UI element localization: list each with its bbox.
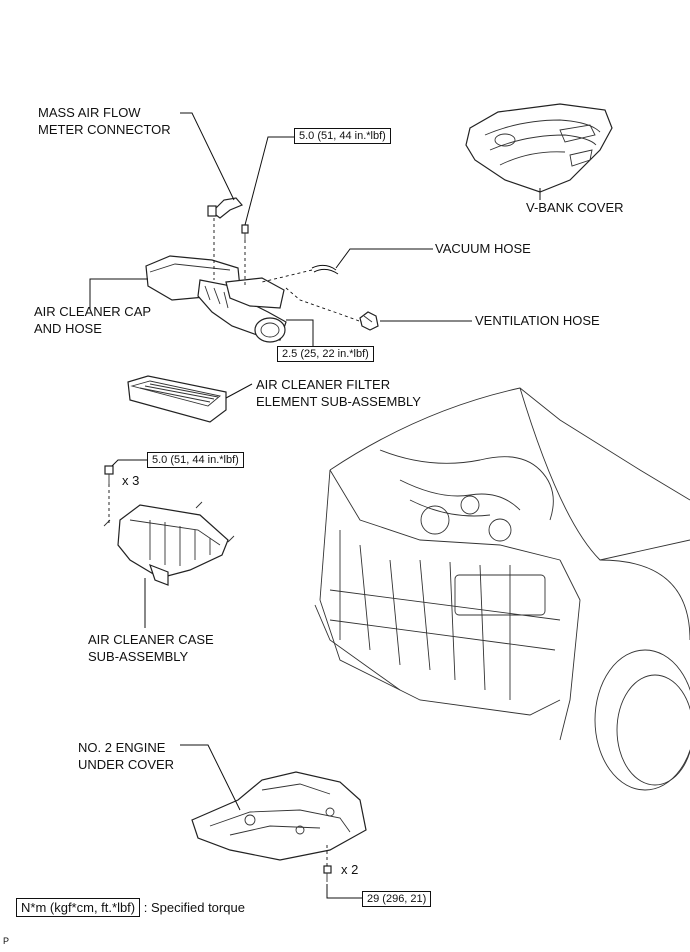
- filter-label-line2: ELEMENT SUB-ASSEMBLY: [256, 394, 421, 409]
- vacuum-hose-part: [311, 264, 339, 275]
- maf-connector-label-line2: METER CONNECTOR: [38, 122, 171, 137]
- under-cover-bolt-part: [323, 865, 332, 882]
- under-cover-label-line1: NO. 2 ENGINE: [78, 740, 166, 755]
- legend-key: N*m (kgf*cm, ft.*lbf): [16, 898, 141, 917]
- under-cover-label-line2: UNDER COVER: [78, 757, 175, 772]
- under-cover-bolt-quantity: x 2: [341, 862, 359, 877]
- air-cleaner-cap-label-line1: AIR CLEANER CAP: [34, 304, 152, 319]
- vehicle-front-illustration: [314, 387, 690, 791]
- maf-bolt-part: [241, 224, 249, 240]
- ventilation-hose-label: VENTILATION HOSE: [475, 313, 600, 328]
- under-cover-part: [191, 771, 367, 861]
- case-label-line1: AIR CLEANER CASE: [88, 632, 214, 647]
- v-bank-cover-part: [465, 103, 613, 193]
- vacuum-hose-label: VACUUM HOSE: [435, 241, 531, 256]
- maf-connector-part: [207, 197, 243, 219]
- air-cleaner-filter-part: [127, 375, 227, 423]
- legend-description: : Specified torque: [143, 900, 245, 915]
- case-bolt-torque: 5.0 (51, 44 in.*lbf): [147, 452, 244, 468]
- maf-connector-label-line1: MASS AIR FLOW: [38, 105, 141, 120]
- torque-legend: N*m (kgf*cm, ft.*lbf) : Specified torque: [16, 898, 245, 917]
- case-bolt-quantity: x 3: [122, 473, 140, 488]
- ventilation-hose-part: [359, 311, 379, 331]
- case-label-line2: SUB-ASSEMBLY: [88, 649, 189, 664]
- filter-label-line1: AIR CLEANER FILTER: [256, 377, 391, 392]
- v-bank-cover-label: V-BANK COVER: [526, 200, 624, 215]
- hose-clamp-torque: 2.5 (25, 22 in.*lbf): [277, 346, 374, 362]
- corner-mark: P: [3, 936, 10, 946]
- air-cleaner-cap-and-hose-part: [145, 255, 287, 343]
- air-cleaner-cap-label-line2: AND HOSE: [34, 321, 102, 336]
- case-bolt-part: [104, 465, 114, 484]
- assembly-dashed-lines: [108, 218, 363, 866]
- maf-bolt-torque: 5.0 (51, 44 in.*lbf): [294, 128, 391, 144]
- leader-lines: [89, 112, 541, 899]
- under-cover-bolt-torque: 29 (296, 21): [362, 891, 432, 907]
- air-cleaner-case-part: [103, 501, 235, 586]
